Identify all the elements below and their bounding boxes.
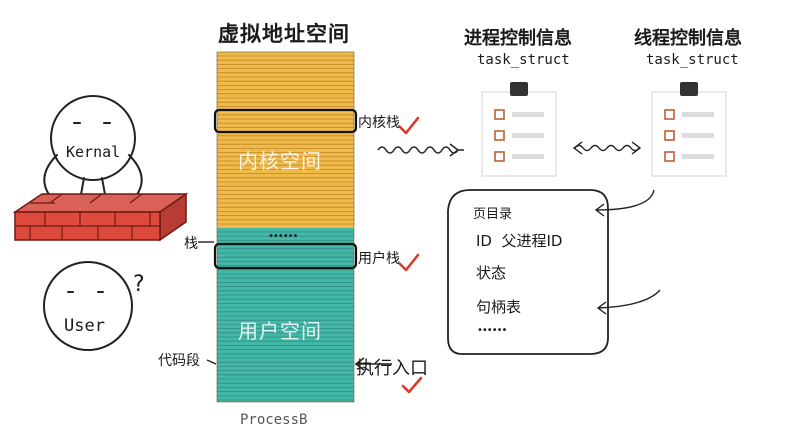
process-task-struct: task_struct	[477, 52, 570, 68]
user-stack-label: 用户栈	[358, 251, 400, 267]
kernel-space-label: 内核空间	[238, 149, 322, 173]
thread-control-title: 线程控制信息	[634, 28, 742, 49]
process-control-title: 进程控制信息	[464, 28, 572, 49]
more-dots: ••••••	[477, 325, 507, 336]
user-character	[43, 261, 133, 351]
code-segment-label: 代码段	[158, 353, 200, 369]
state-label: 状态	[476, 264, 507, 282]
page-directory-label: 页目录	[473, 207, 513, 222]
process-clipboard-icon	[481, 82, 557, 177]
user-name: User	[64, 316, 105, 336]
check-icon	[398, 116, 420, 135]
stack-dots: ••••••	[268, 231, 298, 242]
user-space-block	[217, 228, 354, 402]
brick-wall	[12, 192, 189, 242]
stack-label: 栈	[184, 236, 198, 252]
entry-label: 执行入口	[356, 358, 428, 379]
user-space-label: 用户空间	[238, 319, 322, 343]
process-name: ProcessB	[240, 412, 308, 428]
kernel-space-block	[217, 52, 354, 228]
user-stack-frame	[213, 242, 358, 270]
curved-arrow	[596, 289, 661, 315]
entry-arrow	[354, 357, 392, 371]
kernel-stack-frame	[213, 108, 358, 134]
bidirectional-wavy-arrow	[572, 141, 642, 155]
kernel-stack-label: 内核栈	[358, 115, 400, 131]
kernal-name: Kernal	[66, 143, 121, 161]
vas-title: 虚拟地址空间	[218, 22, 350, 46]
check-icon	[401, 376, 423, 394]
check-icon	[398, 253, 420, 272]
thread-task-struct: task_struct	[646, 52, 739, 68]
wavy-arrow	[377, 143, 464, 157]
curved-arrow	[594, 189, 655, 217]
thread-clipboard-icon	[651, 82, 727, 177]
id-label: ID 父进程ID	[476, 232, 563, 250]
handle-table-label: 句柄表	[476, 298, 522, 316]
kernal-character	[43, 95, 143, 201]
info-box-frame	[447, 189, 609, 355]
question-mark: ?	[133, 272, 145, 297]
code-arrow	[206, 359, 217, 365]
